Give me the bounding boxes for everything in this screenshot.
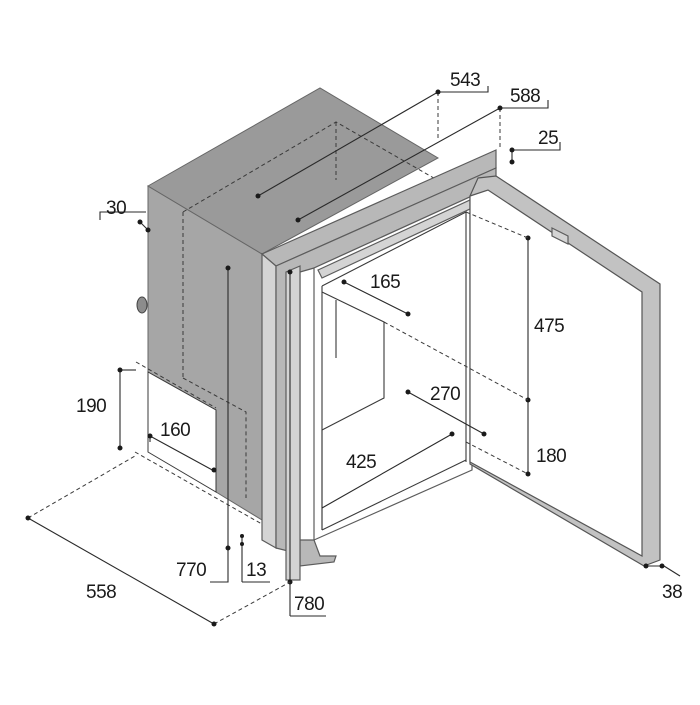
door-inner-panel <box>469 189 643 558</box>
dim-inner-upper-height: 475 <box>534 316 564 337</box>
dim-plinth: 13 <box>246 560 266 581</box>
dimension-lines <box>25 86 681 627</box>
dim-side-offset: 30 <box>106 198 126 219</box>
dim-step-height: 190 <box>76 396 106 417</box>
dim-body-height: 770 <box>176 560 206 581</box>
plinth <box>299 539 337 567</box>
dim-inner-lower-depth: 270 <box>430 384 460 405</box>
inner-cavity <box>313 195 473 541</box>
frame-left-edge <box>261 252 277 550</box>
frame-hinge-strip <box>285 265 301 581</box>
cabinet-body <box>136 87 440 521</box>
dim-width-frame: 588 <box>510 86 540 107</box>
dim-total-height: 780 <box>294 594 324 615</box>
open-door <box>469 175 661 567</box>
door-latch <box>551 227 569 245</box>
dim-total-depth: 558 <box>86 582 116 603</box>
dim-step-depth: 160 <box>160 420 190 441</box>
dim-inner-top-depth: 165 <box>370 272 400 293</box>
dim-width-top: 543 <box>450 70 480 91</box>
dim-door-thickness: 38 <box>662 582 682 603</box>
dimension-labels: 543 588 25 30 190 160 165 475 270 425 18… <box>76 70 683 615</box>
dim-inner-lower-height: 180 <box>536 446 566 467</box>
compressor-step <box>147 371 217 493</box>
drain-knob-icon <box>136 296 148 314</box>
dim-inner-width: 425 <box>346 452 376 473</box>
cabinet-top-panel <box>147 87 440 255</box>
dim-frame-depth: 25 <box>538 128 558 149</box>
